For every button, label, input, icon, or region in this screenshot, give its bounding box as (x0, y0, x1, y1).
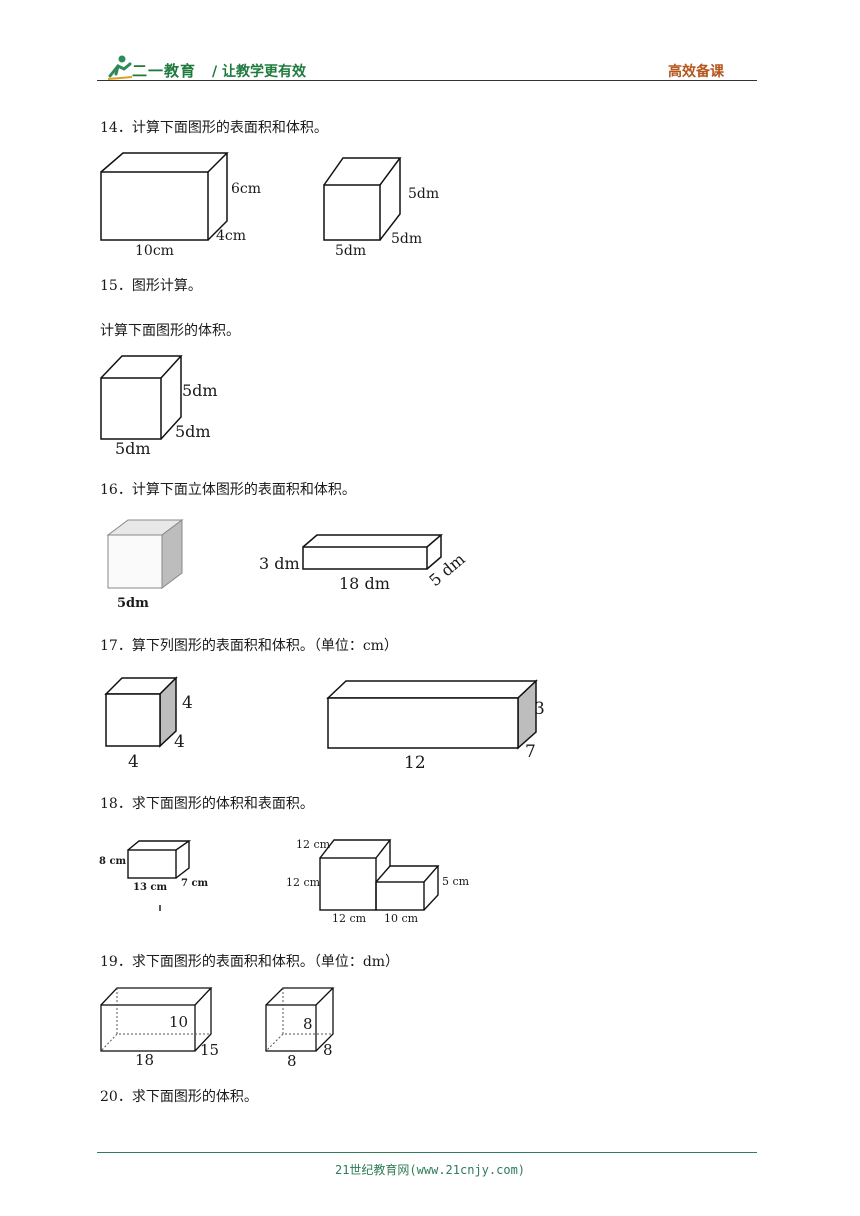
q18-fig1-width: 7 cm (181, 878, 209, 889)
q15-figure-cube: 5dm 5dm 5dm (100, 355, 218, 458)
logo-icon (106, 54, 134, 84)
slogan: / 让教学更有效 (212, 64, 306, 80)
q17-fig1-width: 4 (174, 732, 185, 752)
q19-fig1-width: 15 (200, 1041, 219, 1059)
footer-divider (97, 1152, 757, 1153)
q14-fig1-length: 10cm (135, 243, 174, 259)
brand-name: 二一教育 (132, 62, 197, 80)
question-15-subtitle: 计算下面图形的体积。 (100, 323, 240, 339)
q19-fig2-length: 8 (287, 1052, 297, 1070)
q18-fig1-height: 8 cm (99, 856, 127, 867)
q16-fig2-width: 5 dm (425, 549, 468, 590)
q17-fig2-height: 3 (534, 699, 545, 719)
q18-fig2-bottom1: 12 cm (332, 912, 367, 925)
q19-figure-cuboid: 10 18 15 (100, 987, 219, 1069)
q16-fig2-length: 18 dm (339, 574, 390, 593)
q19-fig2-height: 8 (303, 1015, 313, 1033)
q15-fig1-width: 5dm (175, 422, 211, 441)
question-14-title: 14．计算下面图形的表面积和体积。 (100, 120, 328, 136)
question-17-title: 17．算下列图形的表面积和体积。（单位：cm） (100, 638, 398, 654)
header-divider (97, 80, 757, 81)
header-tag: 高效备课 (668, 64, 724, 80)
footer-text[interactable]: 21世纪教育网(www.21cnjy.com) (334, 1163, 526, 1177)
q16-fig2-height: 3 dm (259, 554, 300, 573)
question-19-title: 19．求下面图形的表面积和体积。（单位：dm） (100, 954, 400, 970)
q15-fig1-length: 5dm (115, 439, 151, 458)
question-15-title: 15．图形计算。 (100, 278, 202, 294)
q17-fig1-height: 4 (182, 693, 193, 713)
q17-fig2-width: 7 (525, 742, 536, 762)
q18-figure-cuboid: 8 cm 13 cm 7 cm (99, 840, 209, 911)
q17-figure-cube: 4 4 4 (104, 676, 193, 772)
q19-figure-cube: 8 8 8 (265, 987, 335, 1070)
q14-fig2-length: 5dm (335, 243, 366, 259)
q16-figure-cuboid: 3 dm 18 dm 5 dm (259, 534, 469, 593)
q15-fig1-height: 5dm (182, 381, 218, 400)
q19-fig1-length: 18 (135, 1051, 154, 1069)
q14-figure-cube: 5dm 5dm 5dm (323, 157, 439, 259)
q19-fig2-width: 8 (323, 1041, 333, 1059)
question-20-title: 20．求下面图形的体积。 (100, 1089, 258, 1105)
q18-fig2-bottom2: 10 cm (384, 912, 419, 925)
q14-fig2-height: 5dm (408, 186, 439, 202)
q14-fig1-height: 6cm (231, 181, 261, 197)
q19-fig1-height: 10 (169, 1013, 188, 1031)
question-18-title: 18．求下面图形的体积和表面积。 (100, 796, 314, 812)
q18-fig2-left: 12 cm (286, 876, 321, 889)
q18-figure-composite: 12 cm 12 cm 5 cm 12 cm 10 cm (286, 838, 470, 925)
q14-fig2-width: 5dm (391, 231, 422, 247)
q17-fig2-length: 12 (404, 753, 426, 773)
q17-figure-cuboid: 3 12 7 (326, 679, 545, 773)
q14-figure-cuboid: 6cm 10cm 4cm (100, 152, 261, 259)
q14-fig1-width: 4cm (216, 228, 246, 244)
question-16-title: 16．计算下面立体图形的表面积和体积。 (100, 482, 356, 498)
q16-fig1-edge: 5dm (117, 596, 149, 611)
q18-fig2-right: 5 cm (442, 875, 470, 888)
q18-fig2-top: 12 cm (296, 838, 331, 851)
q18-fig1-length: 13 cm (133, 882, 167, 893)
q16-figure-cube: 5dm (106, 519, 184, 611)
q17-fig1-length: 4 (128, 752, 139, 772)
